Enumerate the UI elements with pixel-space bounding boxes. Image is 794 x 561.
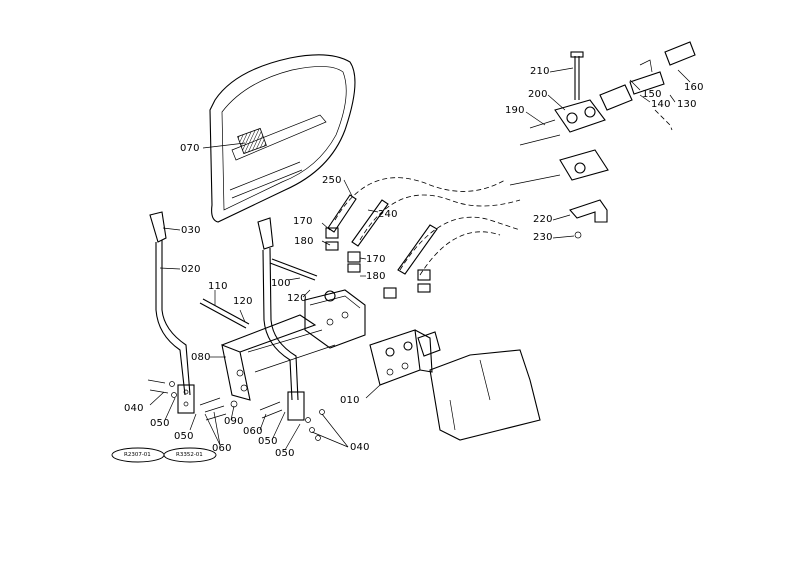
callout-150: 150 [642, 89, 662, 100]
tractor-body [429, 349, 541, 441]
reference-code-1: R2307-01 [124, 452, 151, 458]
callout-010: 010 [340, 395, 360, 406]
callout-040-left: 040 [124, 403, 144, 414]
main-valve [369, 329, 441, 386]
callout-140: 140 [651, 99, 671, 110]
callout-170-left: 170 [293, 216, 313, 227]
lever-left [149, 211, 195, 414]
callout-230: 230 [533, 232, 553, 243]
callout-070: 070 [180, 143, 200, 154]
callout-050-bottom: 050 [275, 448, 295, 459]
callout-080: 080 [191, 352, 211, 363]
lever-right [257, 217, 305, 421]
callout-160: 160 [684, 82, 704, 93]
callout-200: 200 [528, 89, 548, 100]
callout-030: 030 [181, 225, 201, 236]
hydraulic-hoses [327, 177, 521, 276]
callout-020: 020 [181, 264, 201, 275]
coupler-blocks [509, 99, 609, 186]
callout-250: 250 [322, 175, 342, 186]
callout-180-left: 180 [294, 236, 314, 247]
callout-060-right: 060 [243, 426, 263, 437]
callout-050-mid: 050 [174, 431, 194, 442]
quick-coupler [599, 41, 696, 131]
fittings [325, 227, 431, 299]
callout-060-left: 060 [212, 443, 232, 454]
callout-050-right: 050 [258, 436, 278, 447]
callout-050-left: 050 [150, 418, 170, 429]
leader-lines [149, 67, 691, 451]
fender-cover [209, 54, 356, 223]
callout-170-right: 170 [366, 254, 386, 265]
callout-090: 090 [224, 416, 244, 427]
callout-120-upper: 120 [233, 296, 253, 307]
bolt-210 [570, 51, 584, 100]
callout-240: 240 [378, 209, 398, 220]
callout-210: 210 [530, 66, 550, 77]
reference-code-ovals [111, 447, 217, 463]
bracket-220 [569, 199, 608, 239]
reference-code-2: R3352-01 [176, 452, 203, 458]
control-valve-top [304, 289, 366, 349]
callout-120-lower: 120 [287, 293, 307, 304]
callout-180-right: 180 [366, 271, 386, 282]
callout-130: 130 [677, 99, 697, 110]
bracket-plate [221, 314, 336, 401]
callout-110: 110 [208, 281, 228, 292]
callout-100: 100 [271, 278, 291, 289]
callout-190: 190 [505, 105, 525, 116]
callout-220: 220 [533, 214, 553, 225]
callout-040-right: 040 [350, 442, 370, 453]
rods [199, 258, 318, 329]
